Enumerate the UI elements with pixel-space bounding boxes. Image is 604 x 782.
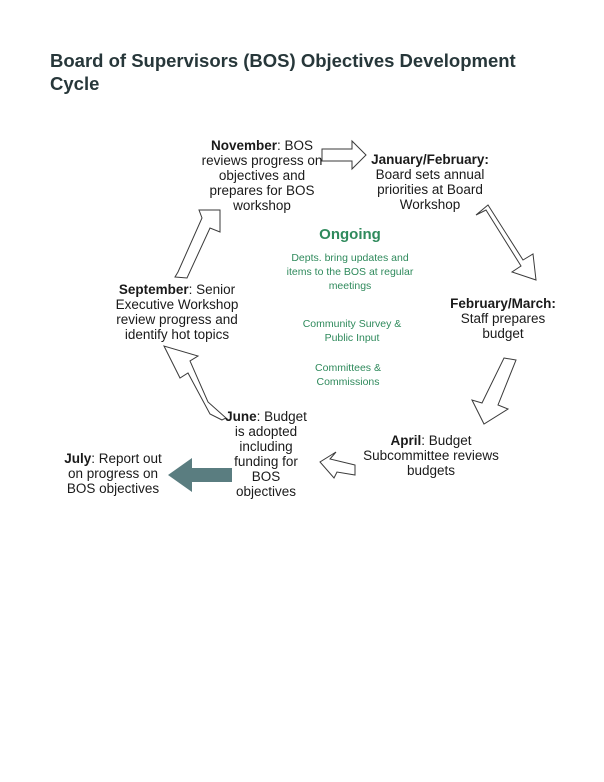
node-june: June: Budget is adopted including fundin…	[222, 409, 310, 499]
arrow-nov-to-jan	[321, 139, 367, 171]
november-label: November	[210, 138, 277, 153]
arrow-jun-to-sep	[163, 345, 227, 421]
node-july: July: Report out on progress on BOS obje…	[58, 451, 168, 496]
node-feb-mar: February/March: Staff prepares budget	[446, 296, 560, 341]
node-november: November: BOS reviews progress on object…	[198, 138, 326, 213]
ongoing-title: Ongoing	[319, 226, 381, 243]
node-september: September: Senior Executive Workshop rev…	[106, 282, 248, 342]
ongoing-item-committees: Committees & Commissions	[315, 362, 381, 388]
ongoing-item-survey: Community Survey & Public Input	[302, 318, 402, 344]
arrow-jan-to-feb	[475, 204, 537, 281]
june-text: : Budget is adopted including funding fo…	[234, 409, 307, 499]
september-text: : Senior Executive Workshop review progr…	[115, 282, 239, 342]
node-jan-feb: January/February: Board sets annual prio…	[366, 152, 494, 212]
feb-mar-label: February/March:	[450, 296, 556, 311]
arrow-apr-to-jun	[319, 451, 356, 479]
jan-feb-label: January/February:	[371, 152, 489, 167]
arrow-jun-to-jul	[168, 458, 232, 492]
arrow-feb-to-apr	[471, 357, 517, 425]
july-text: : Report out on progress on BOS objectiv…	[66, 451, 162, 496]
jan-feb-text: Board sets annual priorities at Board Wo…	[375, 167, 485, 212]
ongoing-item-updates: Depts. bring updates and items to the BO…	[286, 252, 414, 292]
page-title: Board of Supervisors (BOS) Objectives De…	[50, 50, 516, 94]
april-label: April	[390, 433, 422, 448]
feb-mar-text: Staff prepares budget	[460, 311, 546, 341]
november-text: : BOS reviews progress on objectives and…	[201, 138, 323, 213]
july-label: July	[64, 451, 92, 466]
node-april: April: Budget Subcommittee reviews budge…	[358, 433, 504, 478]
june-label: June	[225, 409, 257, 424]
september-label: September	[118, 282, 189, 297]
arrow-sep-to-nov	[174, 209, 221, 279]
april-text: : Budget Subcommittee reviews budgets	[363, 433, 499, 478]
